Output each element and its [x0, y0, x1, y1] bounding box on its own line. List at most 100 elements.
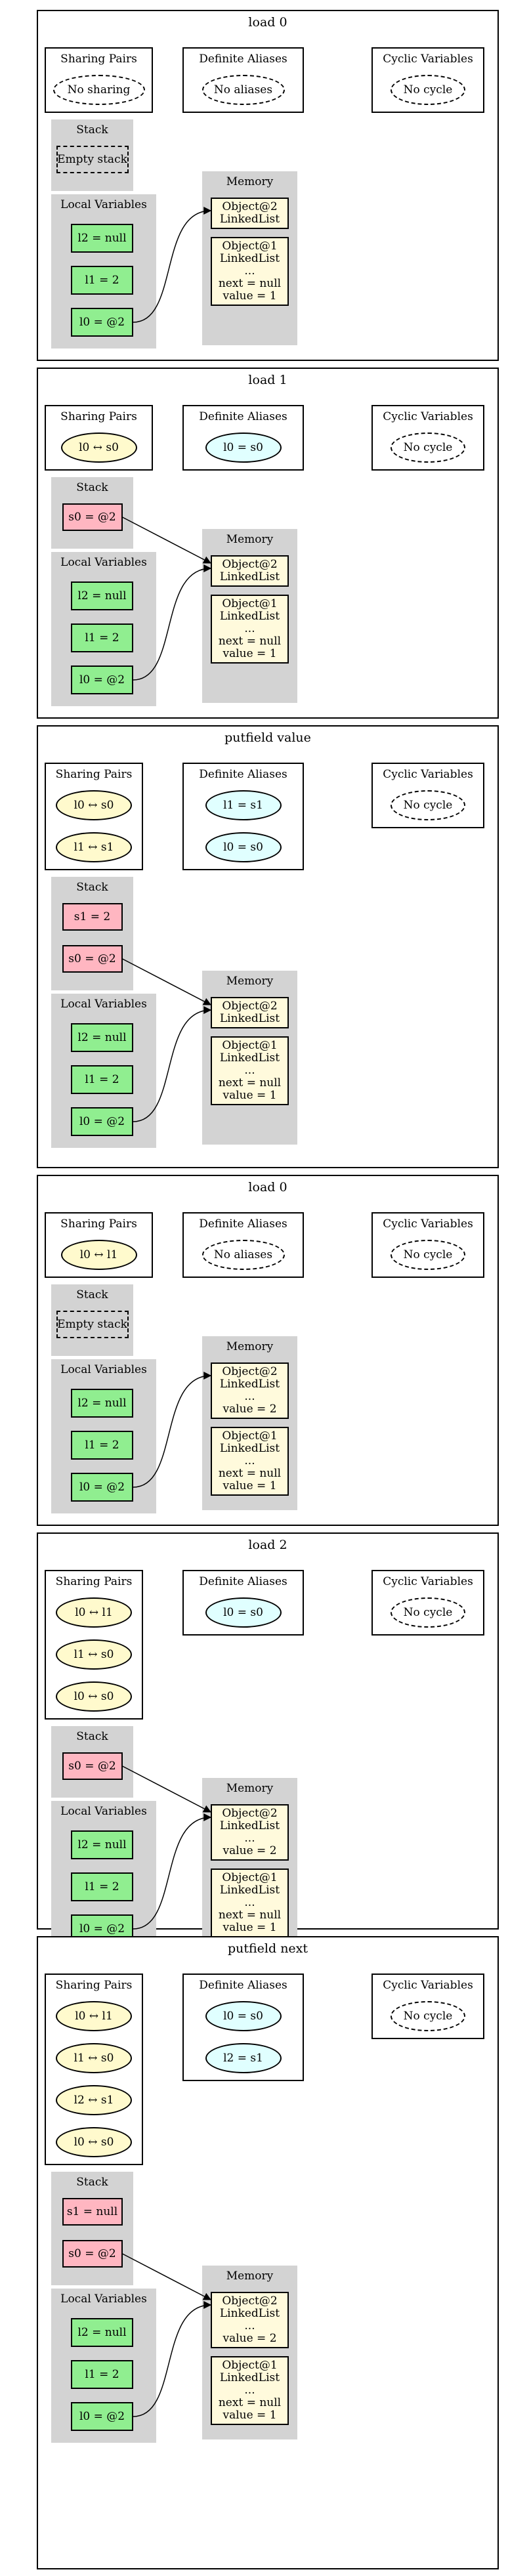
heap-object-line: LinkedList	[219, 1051, 280, 1065]
local-variable-slot: l2 = null	[71, 1830, 133, 1859]
sharing-pairs-title: Sharing Pairs	[55, 1575, 133, 1588]
heap-object-line: Object@1	[222, 1429, 278, 1443]
stack-title: Stack	[76, 123, 108, 137]
heap-object-line: LinkedList	[219, 570, 280, 583]
stack-title: Stack	[76, 1730, 108, 1743]
alias-node: l1 = s1	[205, 790, 282, 820]
stack-slot: s0 = @2	[62, 2240, 123, 2268]
heap-object-line: value = 1	[222, 289, 277, 303]
heap-object-line: Object@1	[222, 1039, 278, 1052]
definite-aliases-title: Definite Aliases	[199, 410, 287, 423]
no-cycle-node: No cycle	[391, 75, 465, 105]
stack-title: Stack	[76, 881, 108, 894]
heap-object-line: Object@2	[222, 1000, 278, 1013]
heap-object-line: ...	[244, 1454, 255, 1467]
stack-title: Stack	[76, 2176, 108, 2189]
local-variables-title: Local Variables	[60, 1363, 147, 1376]
alias-node: l2 = s1	[205, 2043, 282, 2073]
heap-object-line: LinkedList	[219, 1012, 280, 1025]
heap-object-line: LinkedList	[219, 1819, 280, 1832]
heap-object-line: LinkedList	[219, 1378, 280, 1391]
heap-object-line: ...	[244, 622, 255, 635]
sharing-pair-node: l1 ↔ s0	[56, 2043, 132, 2073]
cyclic-variables-title: Cyclic Variables	[383, 1575, 473, 1588]
heap-object-line: next = null	[218, 1909, 282, 1922]
frame-title: load 0	[248, 1180, 287, 1194]
cyclic-variables-box: Cyclic Variables No cycle	[371, 47, 484, 113]
memory-title: Memory	[226, 175, 274, 188]
frame-title: load 2	[248, 1538, 287, 1552]
definite-aliases-title: Definite Aliases	[199, 1575, 287, 1588]
empty-stack-node: Empty stack	[56, 1311, 129, 1338]
sharing-pair-node: l1 ↔ s0	[56, 1639, 132, 1670]
heap-object-line: next = null	[218, 277, 282, 290]
no-aliases-node: No aliases	[201, 75, 285, 105]
no-cycle-node: No cycle	[391, 1597, 465, 1628]
heap-object-line: value = 1	[222, 647, 277, 660]
heap-object-line: ...	[244, 1832, 255, 1845]
stack-slot: s0 = @2	[62, 503, 123, 531]
cyclic-variables-title: Cyclic Variables	[383, 53, 473, 66]
alias-node: l0 = s0	[205, 2001, 282, 2031]
heap-object-line: LinkedList	[219, 213, 280, 226]
no-sharing-node: No sharing	[53, 75, 145, 105]
local-variable-slot: l2 = null	[71, 2318, 133, 2347]
heap-object-line: LinkedList	[219, 2307, 280, 2320]
heap-object-line: value = 1	[222, 1921, 277, 1934]
local-variable-slot: l1 = 2	[71, 1872, 133, 1901]
sharing-pair-node: l0 ↔ l1	[60, 1240, 137, 1270]
definite-aliases-title: Definite Aliases	[199, 768, 287, 781]
heap-object-line: Object@2	[222, 2294, 278, 2308]
heap-object-line: LinkedList	[219, 2371, 280, 2384]
memory-title: Memory	[226, 975, 274, 988]
heap-object-line: value = 2	[222, 2332, 277, 2345]
alias-node: l0 = s0	[205, 433, 282, 463]
sharing-pair-node: l0 ↔ l1	[56, 2001, 132, 2031]
empty-stack-node: Empty stack	[56, 146, 129, 173]
heap-object-line: ...	[244, 1390, 255, 1403]
sharing-pairs-title: Sharing Pairs	[55, 768, 133, 781]
local-variable-slot: l1 = 2	[71, 1431, 133, 1460]
sharing-pair-node: l2 ↔ s1	[56, 2085, 132, 2115]
cyclic-variables-title: Cyclic Variables	[383, 1979, 473, 1992]
heap-object-line: next = null	[218, 1467, 282, 1480]
local-variable-slot: l1 = 2	[71, 266, 133, 295]
local-variables-title: Local Variables	[60, 998, 147, 1011]
sharing-pair-node: l0 ↔ s0	[56, 2127, 132, 2157]
heap-object-line: LinkedList	[219, 1442, 280, 1455]
heap-object-line: value = 2	[222, 1844, 277, 1857]
no-cycle-node: No cycle	[391, 433, 465, 463]
heap-object-line: ...	[244, 1064, 255, 1077]
heap-object-line: next = null	[218, 635, 282, 648]
memory-title: Memory	[226, 533, 274, 546]
local-variable-slot: l0 = @2	[71, 308, 133, 337]
cyclic-variables-box: Cyclic Variables No cycle	[371, 1570, 484, 1636]
